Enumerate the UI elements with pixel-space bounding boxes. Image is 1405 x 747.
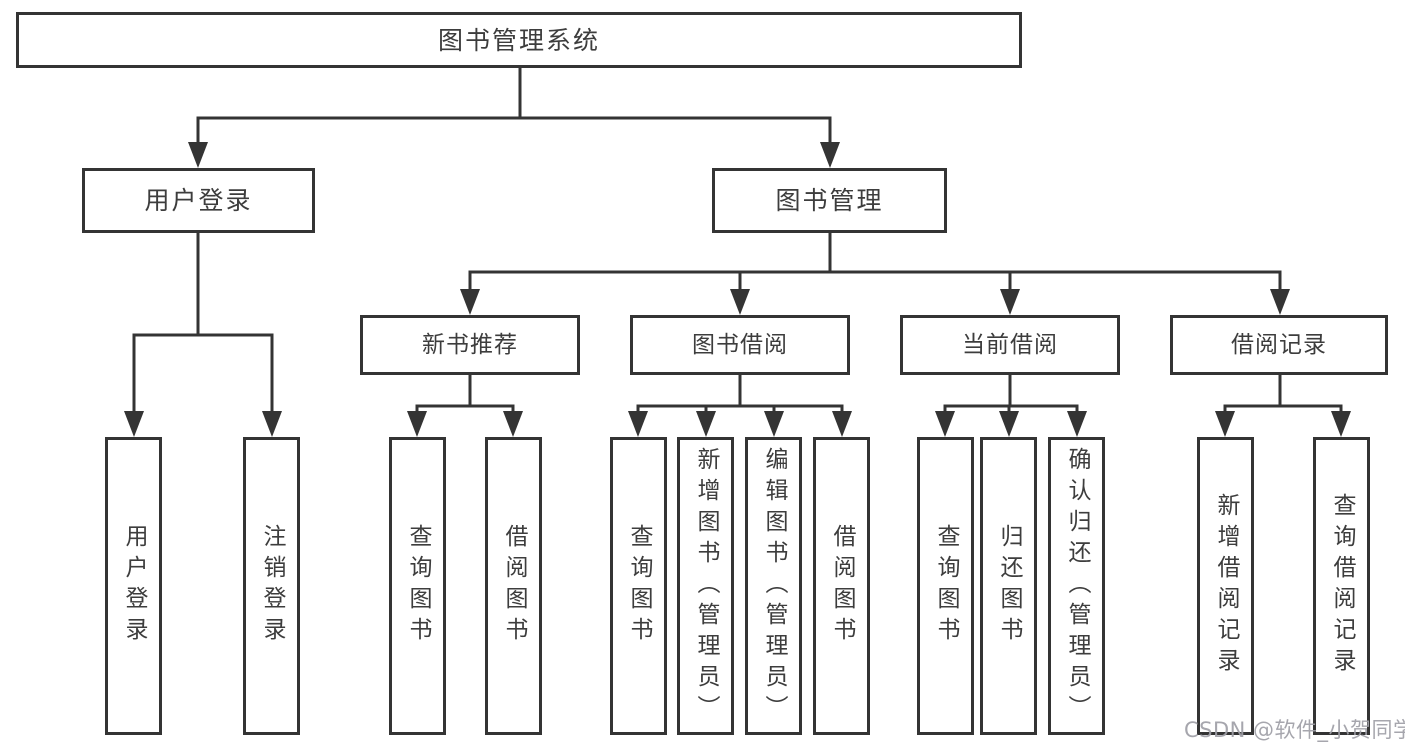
edge-book-borrow-children: [628, 375, 852, 437]
node-new-book-recommendation: 新书推荐: [360, 315, 580, 375]
edge-user-login-children: [124, 233, 282, 437]
node-borrowing-records: 借阅记录: [1170, 315, 1388, 375]
edge-current-borrow-children: [935, 375, 1087, 437]
leaf-current-query-book: 查询图书: [917, 437, 974, 735]
leaf-record-add-borrow-record: 新增借阅记录: [1197, 437, 1254, 735]
edge-borrow-record-children: [1215, 375, 1351, 437]
leaf-borrow-borrow-book: 借阅图书: [813, 437, 870, 735]
leaf-borrow-edit-book-admin: 编辑图书（管理员）: [745, 437, 802, 735]
edge-root-to-level2: [188, 68, 840, 168]
edge-book-mgmt-children: [460, 233, 1290, 315]
leaf-borrow-query-book: 查询图书: [610, 437, 667, 735]
node-book-borrowing: 图书借阅: [630, 315, 850, 375]
leaf-record-query-borrow-record: 查询借阅记录: [1313, 437, 1370, 735]
node-current-borrowing: 当前借阅: [900, 315, 1120, 375]
leaf-newrec-query-book: 查询图书: [389, 437, 446, 735]
leaf-newrec-borrow-book: 借阅图书: [485, 437, 542, 735]
leaf-logout: 注销登录: [243, 437, 300, 735]
edge-new-book-rec-children: [407, 375, 523, 437]
leaf-current-return-book: 归还图书: [980, 437, 1037, 735]
leaf-borrow-add-book-admin: 新增图书（管理员）: [677, 437, 734, 735]
leaf-current-confirm-return-admin: 确认归还（管理员）: [1048, 437, 1105, 735]
leaf-user-login: 用户登录: [105, 437, 162, 735]
node-user-login: 用户登录: [82, 168, 315, 233]
node-library-management-system: 图书管理系统: [16, 12, 1022, 68]
node-book-management: 图书管理: [712, 168, 947, 233]
csdn-watermark: CSDN @软件_小贺同学: [1184, 718, 1405, 742]
